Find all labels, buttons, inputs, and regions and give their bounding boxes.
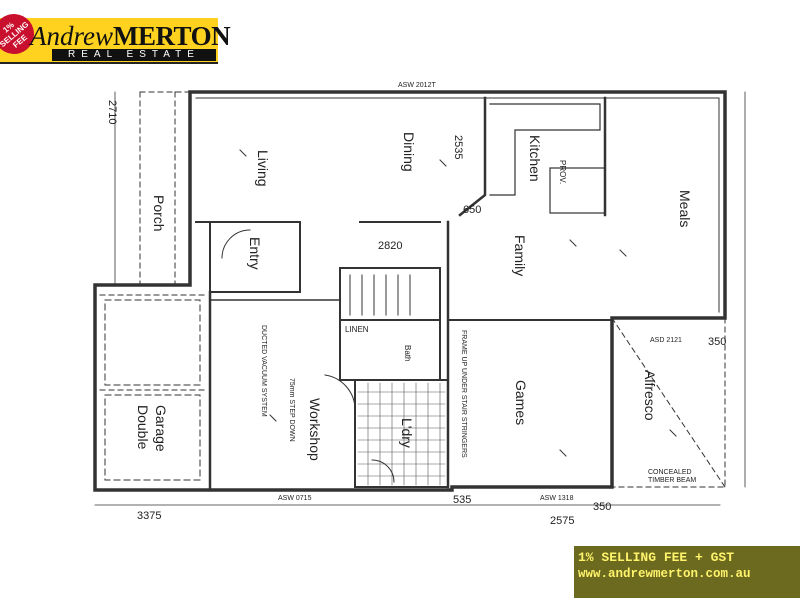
stair-treads: [349, 274, 411, 316]
room-label-alfresco: Alfresco: [642, 370, 658, 421]
brand-last: MERTON: [113, 21, 231, 51]
kitchen-bench: [489, 103, 601, 196]
dim-650: 650: [463, 204, 481, 216]
room-label-workshop: Workshop: [307, 398, 323, 461]
dim-2820: 2820: [378, 240, 402, 252]
note-timber-beam: TIMBER BEAM: [648, 477, 696, 484]
note-asd: ASD 2121: [650, 337, 682, 344]
kitchen-island: [549, 167, 606, 214]
agency-logo: 1% SELLING FEE AndrewMERTON REAL ESTATE: [0, 5, 231, 64]
room-label-entry: Entry: [247, 237, 263, 270]
room-label-games: Games: [513, 380, 529, 425]
dim-2710: 2710: [106, 100, 118, 124]
note-asw-bottom-right: ASW 1318: [540, 495, 574, 502]
label-prov: PROV.: [558, 160, 567, 184]
room-label-meals: Meals: [677, 190, 693, 227]
promo-banner: 1% SELLING FEE + GST www.andrewmerton.co…: [574, 546, 800, 598]
outer-wall-inner: [195, 97, 720, 313]
note-ducted: DUCTED VACUUM SYSTEM: [260, 325, 267, 417]
brand-name: AndrewMERTON: [30, 21, 231, 52]
note-concealed: CONCEALED: [648, 469, 692, 476]
garage-door-1: [104, 299, 201, 386]
laundry-door-swing: [371, 459, 395, 483]
room-label-laundry: L'dry: [399, 418, 415, 448]
room-label-porch: Porch: [151, 195, 167, 232]
dim-2575: 2575: [550, 515, 574, 527]
entry-door-swing: [221, 229, 251, 259]
garage-door-2: [104, 394, 201, 481]
note-asw-top: ASW 2012T: [398, 82, 436, 89]
note-asw-bottom-left: ASW 0715: [278, 495, 312, 502]
dim-3375: 3375: [137, 510, 161, 522]
room-label-kitchen: Kitchen: [527, 135, 543, 182]
garage-dashed: [99, 294, 206, 391]
kitchen-wall: [458, 96, 487, 217]
laundry-tiles: [357, 382, 446, 486]
stair-wall: [339, 267, 441, 321]
note-frame-up: FRAME UP UNDER STAIR STRINGERS: [460, 330, 467, 458]
dim-350-right: 350: [708, 336, 726, 348]
dim-2535: 2535: [452, 135, 464, 159]
outer-wall: [93, 90, 727, 492]
alfresco-outline: [611, 317, 726, 488]
brand-subtitle: REAL ESTATE: [52, 49, 216, 61]
dim-350-bottom: 350: [593, 501, 611, 513]
room-label-garage-2: Garage: [153, 405, 169, 452]
room-label-dining: Dining: [401, 132, 417, 172]
note-step-down: 75mm STEP DOWN: [288, 378, 295, 442]
workshop-door-swing: [324, 374, 356, 411]
promo-url[interactable]: www.andrewmerton.com.au: [578, 567, 751, 581]
dim-535: 535: [453, 494, 471, 506]
room-label-garage-1: Double: [135, 405, 151, 450]
room-label-living: Living: [255, 150, 271, 187]
room-label-family: Family: [512, 235, 528, 276]
laundry-wall: [354, 379, 449, 488]
label-bath: Bath: [403, 345, 412, 361]
brand-first: Andrew: [30, 21, 113, 51]
porch-outline: [139, 91, 191, 286]
promo-fee: 1% SELLING FEE + GST: [578, 550, 735, 565]
label-linen: LINEN: [345, 325, 369, 334]
floor-arrow: [239, 149, 677, 457]
